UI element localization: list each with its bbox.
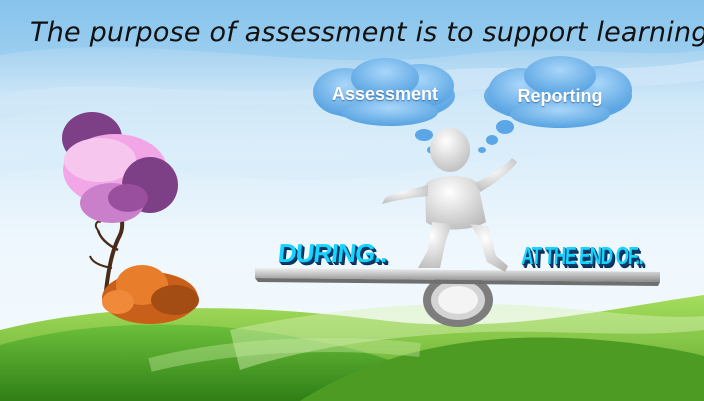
tree-illustration xyxy=(62,112,178,301)
thought-bubble-label-assessment: Assessment xyxy=(331,84,439,104)
seesaw-illustration xyxy=(255,268,660,327)
bush-illustration xyxy=(102,265,199,324)
seesaw-label-during: DURING.. xyxy=(276,238,389,268)
thought-bubble-label-reporting: Reporting xyxy=(517,86,603,106)
balancing-figure-illustration xyxy=(382,128,517,272)
seesaw-label-at-the-end-of: AT THE END OF.. xyxy=(520,242,644,270)
slide-title: The purpose of assessment is to support … xyxy=(30,17,704,48)
thought-bubble-assessment xyxy=(313,58,455,165)
thought-bubble-reporting xyxy=(478,56,632,153)
